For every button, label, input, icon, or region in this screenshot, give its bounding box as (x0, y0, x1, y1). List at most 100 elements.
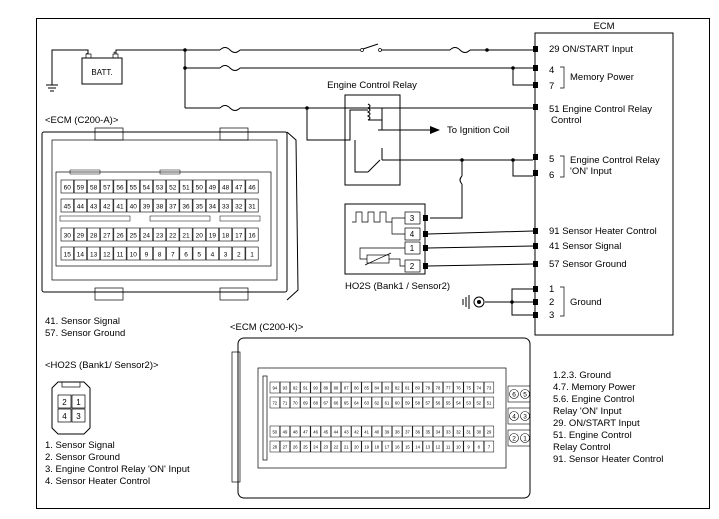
ho2s-pin-2: 2 (410, 262, 415, 271)
conn-k-pin-label: 8 (478, 445, 481, 450)
conn-a-pin-cell (192, 179, 206, 194)
conn-k-pin-label: 68 (313, 401, 318, 406)
ho2s-label: HO2S (Bank1 / Sensor2) (345, 281, 450, 292)
conn-k-pin-label: 13 (425, 445, 430, 450)
conn-k-body (237, 337, 531, 499)
conn-a-pin-label: 13 (90, 251, 98, 258)
ecr-on-label-2: 'ON' Input (570, 166, 612, 177)
conn-k-pin-label: 88 (334, 386, 339, 391)
conn-k-pin-label: 91 (303, 386, 308, 391)
conn-a-pin-cell (60, 198, 74, 213)
conn-a-pin-cell (60, 246, 74, 261)
conn-k-pin-cell (473, 381, 484, 394)
conn-a-key (159, 169, 181, 175)
conn-a-pin-cell (192, 246, 206, 261)
conn-k-pin-cell (361, 396, 372, 409)
conn-k-pin-label: 77 (446, 386, 451, 391)
conn-k-pin-label: 64 (354, 401, 359, 406)
conn-k-pin-cell (269, 440, 280, 453)
conn-a-pin-label: 3 (224, 251, 228, 258)
fuse-4 (219, 105, 241, 111)
conn-a-pin-label: 21 (182, 232, 190, 239)
conn-k-pin-label: 75 (466, 386, 471, 391)
conn-a-pin-label: 49 (209, 184, 217, 191)
conn-a-pin-label: 55 (130, 184, 138, 191)
conn-a-pin-label: 30 (64, 232, 72, 239)
conn-k-pin-cell (351, 425, 362, 438)
conn-k-pin-cell (341, 425, 352, 438)
conn-a-pin-label: 31 (248, 203, 256, 210)
conn-k-side-box (507, 407, 531, 425)
ho2s-conn-pin-4: 4 (62, 412, 67, 421)
conn-a-pin-cell (100, 246, 114, 261)
ho2s-conn-pin-3: 3 (76, 412, 81, 421)
conn-k-pin-cell (473, 440, 484, 453)
conn-k-pin-cell (290, 396, 301, 409)
conn-k-pin-cell (300, 396, 311, 409)
conn-a-pin-cell (139, 246, 153, 261)
conn-a-pin-label: 46 (248, 184, 256, 191)
conn-a-pin-label: 5 (197, 251, 201, 258)
conn-k-pin-cell (381, 396, 393, 409)
conn-a-pin-cell (232, 198, 246, 213)
conn-k-pin-cell (392, 440, 403, 453)
conn-k-pin-label: 67 (323, 401, 328, 406)
conn-a-pin-cell (87, 198, 101, 213)
conn-k-pin-cell (392, 425, 403, 438)
conn-k-pin-label: 55 (446, 401, 451, 406)
conn-k-pin-cell (320, 381, 331, 394)
conn-k-pin-cell (371, 381, 382, 394)
conn-a-pin-label: 7 (171, 251, 175, 258)
conn-k-pin-cell (341, 396, 352, 409)
conn-a-pin-cell (205, 227, 219, 242)
conn-a-pin-cell (245, 198, 259, 213)
conn-k-pin-cell (279, 425, 291, 438)
conn-k-pin-label: 90 (313, 386, 318, 391)
conn-k-pin-label: 65 (344, 401, 349, 406)
ecm-pin-51-label: 51 Engine Control Relay (549, 104, 652, 115)
conn-k-pin-cell (402, 425, 413, 438)
conn-k-pin-cell (453, 396, 464, 409)
fuse-3 (219, 65, 241, 71)
conn-a-pin-cell (100, 179, 114, 194)
conn-a-pin-cell (166, 179, 180, 194)
conn-k-side-box (507, 429, 531, 447)
conn-a-pin-label: 10 (130, 251, 138, 258)
conn-k-pin-label: 74 (476, 386, 481, 391)
conn-a-key (219, 215, 261, 222)
ecm-pin-41-label: 41 Sensor Signal (549, 241, 621, 252)
conn-k-pin-cell (290, 440, 301, 453)
conn-a-pin-label: 9 (145, 251, 149, 258)
conn-k-pin-cell (412, 425, 423, 438)
conn-k-pin-cell (381, 425, 393, 438)
conn-k-pin-cell (371, 396, 382, 409)
conn-k-pin-cell (310, 425, 321, 438)
ecm-terminals (533, 46, 538, 318)
conn-k-pin-cell (361, 440, 372, 453)
conn-k-pin-cell (371, 425, 382, 438)
conn-k-pin-label: 59 (405, 401, 410, 406)
conn-k-pin-label: 24 (313, 445, 318, 450)
ecm-box (534, 32, 674, 336)
conn-a-pin-cell (219, 227, 233, 242)
conn-a-pin-cell (100, 198, 114, 213)
conn-k-pin-label: 73 (487, 386, 492, 391)
conn-a-pin-cell (87, 246, 101, 261)
conn-k-side-pin-label: 3 (523, 414, 527, 421)
conn-k-pin-label: 7 (488, 445, 491, 450)
conn-a-pin-label: 36 (182, 203, 190, 210)
conn-k-pin-cell (351, 396, 362, 409)
conn-k-pin-label: 15 (405, 445, 410, 450)
conn-ho2s-title: <HO2S (Bank1/ Sensor2)> (45, 360, 159, 371)
conn-k-pin-cell (341, 381, 352, 394)
conn-a-pin-cell (232, 227, 246, 242)
svg-text:-: - (86, 51, 88, 57)
conn-k-pin-cell (351, 381, 362, 394)
conn-a-pin-label: 11 (117, 251, 124, 258)
conn-k-pin-cell (300, 440, 311, 453)
conn-a-pin-cell (73, 179, 87, 194)
conn-k-pin-cell (330, 381, 342, 394)
conn-a-pin-cell (179, 179, 193, 194)
conn-a-pin-cell (113, 198, 127, 213)
conn-k-pin-label: 83 (385, 386, 390, 391)
